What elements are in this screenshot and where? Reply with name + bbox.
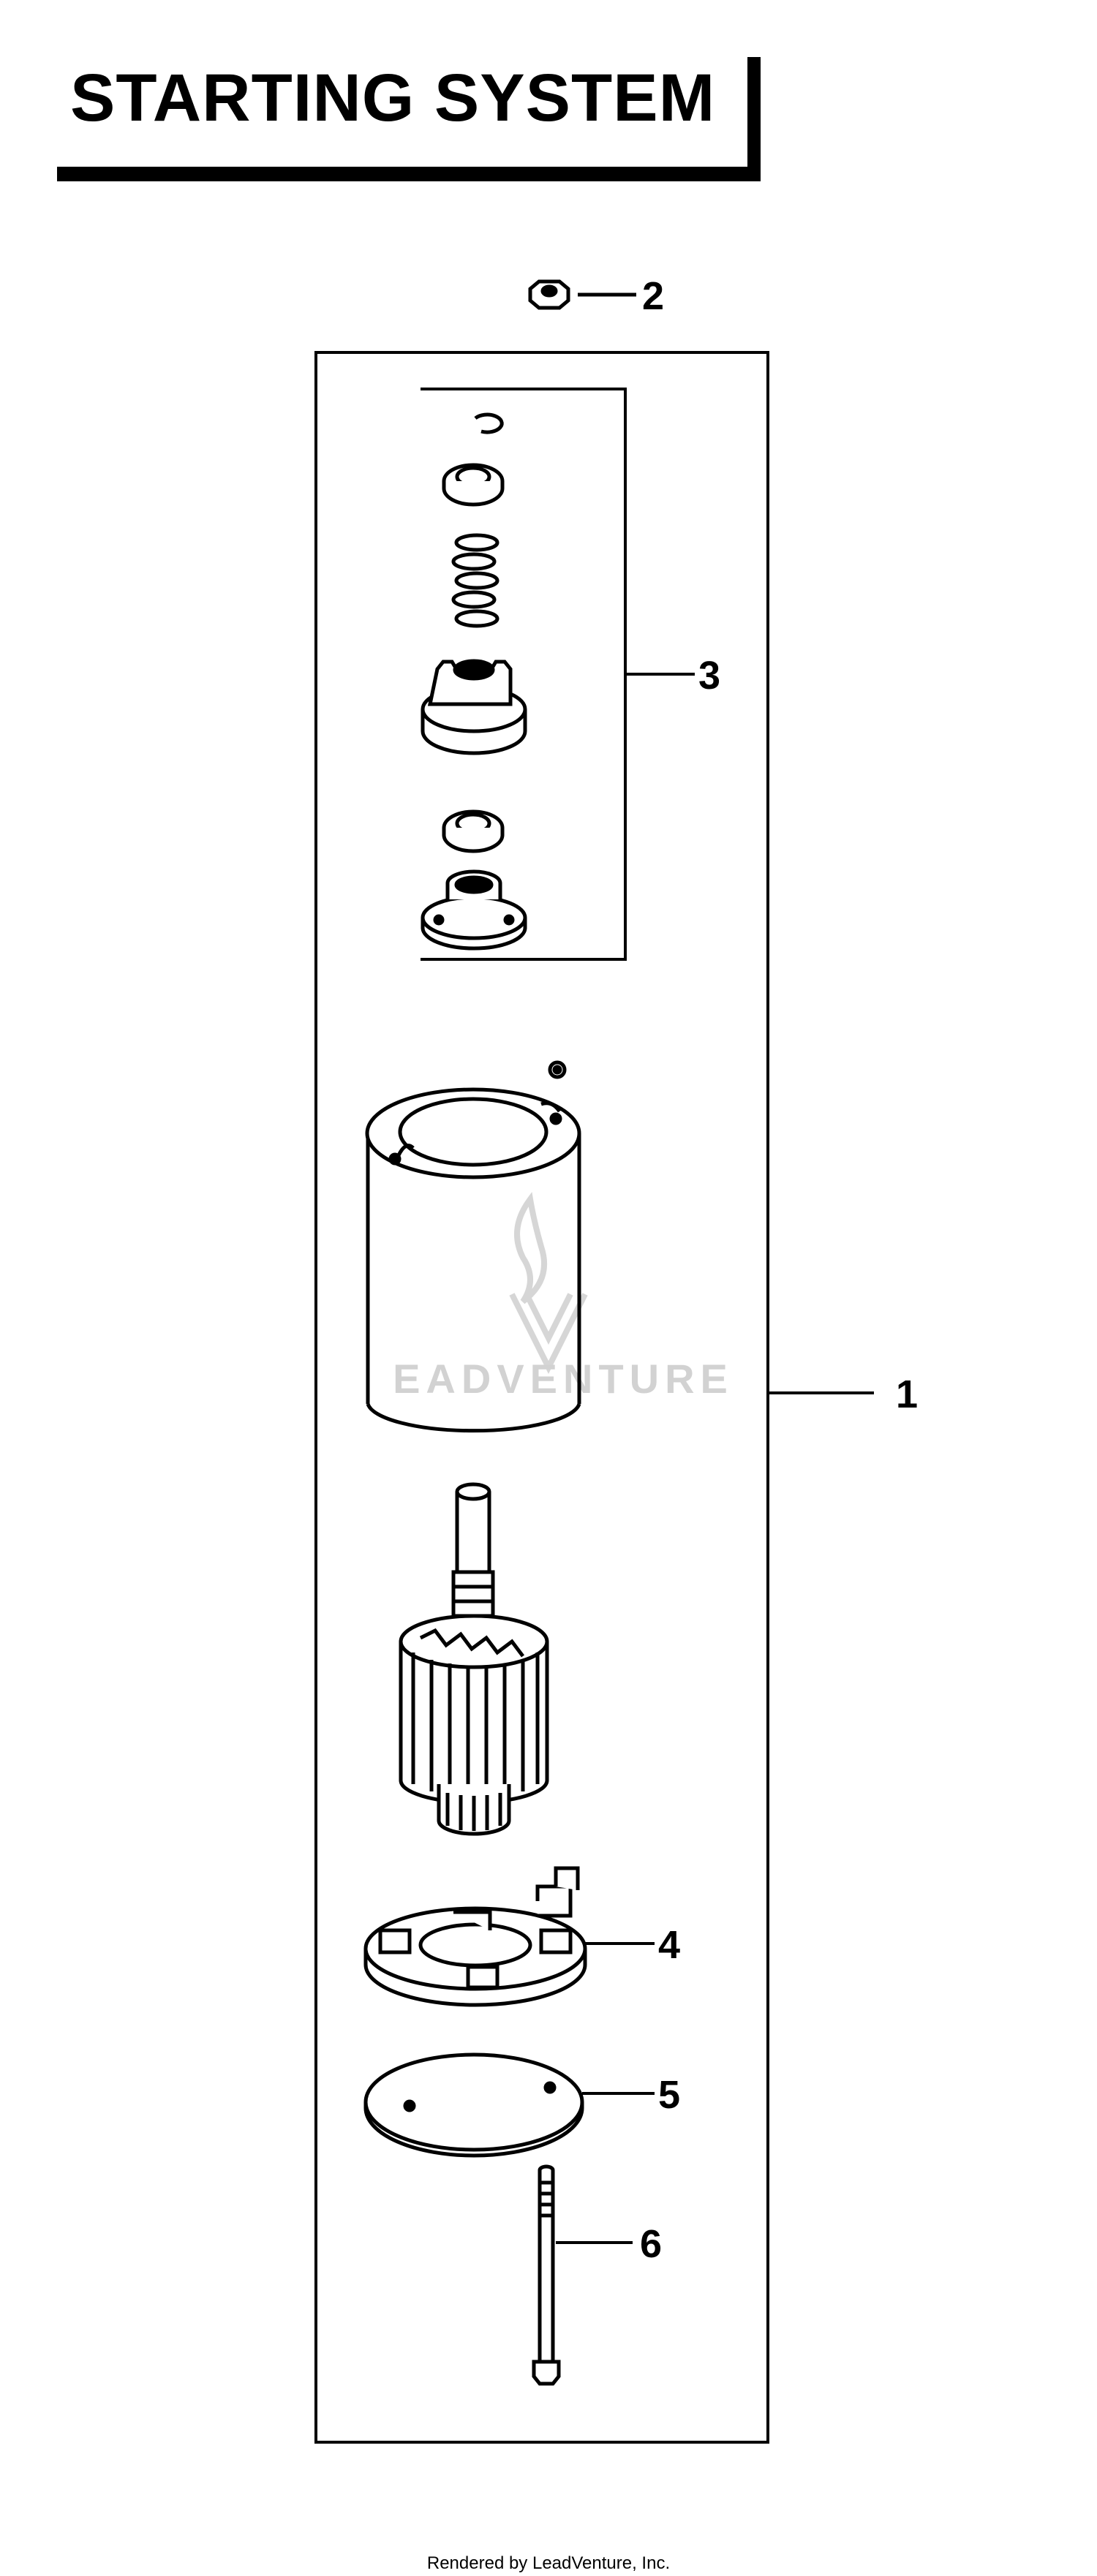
part-3-drive-kit	[421, 412, 527, 951]
callout-5: 5	[658, 2073, 680, 2117]
part-5-end-plate	[363, 2052, 584, 2158]
callout-6: 6	[640, 2222, 662, 2266]
thrust-washer	[442, 809, 505, 853]
part-2-nut	[528, 279, 636, 310]
part-4-brush-holder	[363, 1866, 587, 2007]
drive-hub	[421, 869, 527, 951]
callout-3: 3	[698, 654, 720, 698]
drive-spring	[451, 533, 500, 628]
pinion-gear	[421, 659, 527, 755]
title-underline	[57, 167, 761, 181]
motor-housing	[365, 1060, 581, 1433]
retaining-clip	[474, 412, 504, 434]
armature	[399, 1482, 549, 1836]
footer-credit: Rendered by LeadVenture, Inc.	[426, 2553, 671, 2573]
watermark-logo-icon	[509, 1192, 588, 1374]
assembly-frame	[314, 351, 769, 2444]
watermark-text: EADVENTURE	[393, 1356, 734, 1402]
stop-collar	[442, 463, 505, 507]
callout-2: 2	[642, 274, 664, 318]
callout-4: 4	[658, 1923, 680, 1967]
callout-1: 1	[896, 1372, 918, 1416]
part-6-through-bolt	[532, 2164, 561, 2386]
page-title: STARTING SYSTEM	[70, 61, 716, 135]
title-side-bar	[747, 57, 761, 181]
watermark: EADVENTURE	[393, 1192, 734, 1402]
